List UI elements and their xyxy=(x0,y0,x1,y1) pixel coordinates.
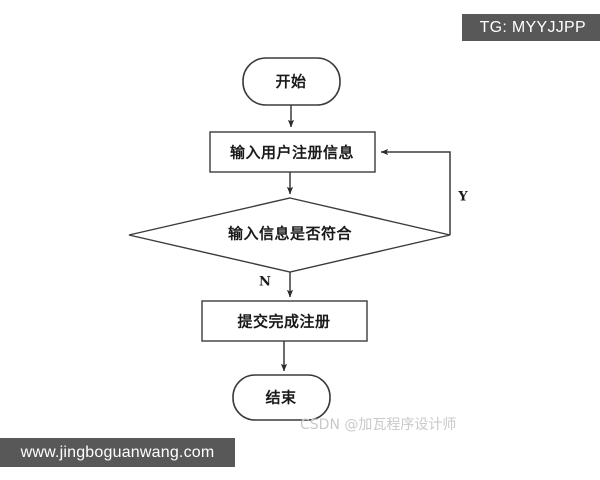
node-start-label: 开始 xyxy=(275,73,306,91)
telegram-watermark-badge: TG: MYYJJPP xyxy=(461,14,600,41)
node-decision-label: 输入信息是否符合 xyxy=(228,225,353,243)
edge-decision-to-input-yes xyxy=(380,148,451,235)
site-url-watermark-badge: www.jingboguanwang.com xyxy=(0,438,235,467)
node-end-label: 结束 xyxy=(265,389,297,407)
node-decision-shape xyxy=(128,197,451,273)
node-start-shape xyxy=(242,57,341,106)
node-submit-shape xyxy=(201,300,368,342)
telegram-watermark-text: TG: MYYJJPP xyxy=(479,18,586,36)
node-input-label: 输入用户注册信息 xyxy=(230,144,354,162)
csdn-watermark-text: CSDN @加瓦程序设计师 xyxy=(300,417,457,433)
node-submit-label: 提交完成注册 xyxy=(237,313,330,331)
site-url-watermark-text: www.jingboguanwang.com xyxy=(20,443,215,461)
node-end-shape xyxy=(232,374,331,421)
node-input-shape xyxy=(209,131,376,173)
branch-label-yes: Y xyxy=(457,190,468,205)
branch-label-no: N xyxy=(259,275,271,290)
